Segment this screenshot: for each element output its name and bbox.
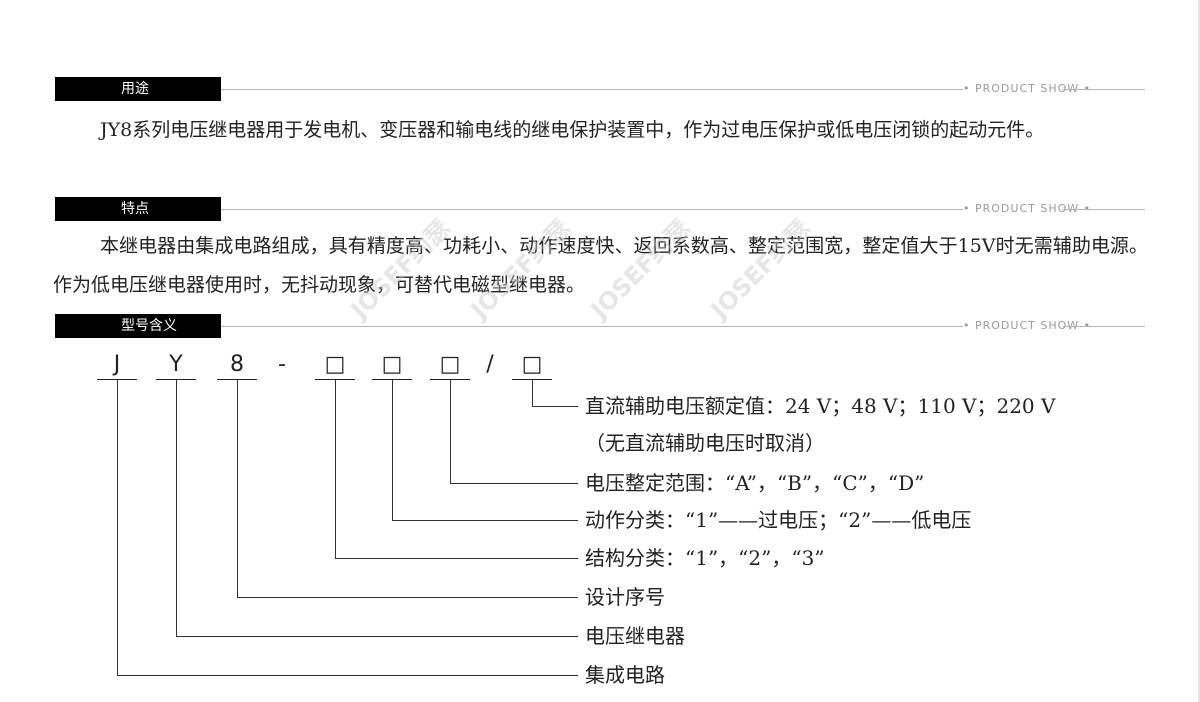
label-range: 电压整定范围：“A”，“B”，“C”，“D” [585, 471, 925, 495]
section-tag-usage: 用途 [55, 77, 221, 101]
label-aux-voltage: 直流辅助电压额定值：24 V；48 V；110 V；220 V [585, 394, 1056, 418]
model-char-aux-voltage: □ [521, 352, 543, 377]
section-divider-end [1063, 326, 1145, 327]
section-header-model: 型号含义 • PRODUCT SHOW • [55, 314, 1145, 338]
label-aux-voltage-note: （无直流辅助电压时取消） [585, 431, 825, 455]
section-tag-model: 型号含义 [55, 314, 221, 338]
connector-ic [117, 380, 118, 676]
section-divider-end [1063, 89, 1145, 90]
label-design: 设计序号 [585, 585, 665, 609]
model-underline [156, 379, 196, 380]
connector-structure [335, 380, 336, 559]
connector-relay [176, 636, 578, 637]
connector-range [450, 483, 578, 484]
connector-aux-voltage [532, 406, 578, 407]
model-char-j: J [113, 352, 121, 377]
label-action: 动作分类：“1”——过电压；“2”——低电压 [585, 508, 972, 532]
usage-paragraph: JY8系列电压继电器用于发电机、变压器和输电线的继电保护装置中，作为过电压保护或… [100, 119, 1045, 141]
section-divider [221, 89, 963, 90]
model-underline [430, 379, 470, 380]
label-relay: 电压继电器 [585, 624, 685, 648]
connector-design [237, 597, 578, 598]
model-char-action: □ [381, 352, 403, 377]
product-show-label: • PRODUCT SHOW • [963, 319, 1092, 332]
model-underline [315, 379, 355, 380]
model-char-dash: - [278, 352, 286, 377]
connector-relay [176, 380, 177, 637]
connector-action [392, 520, 578, 521]
model-char-8: 8 [230, 352, 244, 377]
model-underline [372, 379, 412, 380]
section-tag-features: 特点 [55, 197, 221, 221]
section-divider-end [1063, 209, 1145, 210]
connector-aux-voltage [532, 380, 533, 407]
model-underline [512, 379, 552, 380]
section-header-usage: 用途 • PRODUCT SHOW • [55, 77, 1145, 101]
connector-structure [335, 558, 578, 559]
model-char-slash: / [486, 352, 494, 377]
model-char-structure: □ [324, 352, 346, 377]
connector-ic [117, 675, 578, 676]
connector-range [450, 380, 451, 484]
label-structure: 结构分类：“1”，“2”，“3” [585, 546, 825, 570]
model-underline [97, 379, 137, 380]
product-show-label: • PRODUCT SHOW • [963, 82, 1092, 95]
model-underline [217, 379, 257, 380]
section-divider [221, 326, 963, 327]
connector-design [237, 380, 238, 598]
model-char-range: □ [439, 352, 461, 377]
section-header-features: 特点 • PRODUCT SHOW • [55, 197, 1145, 221]
section-divider [221, 209, 963, 210]
right-border [1198, 0, 1200, 702]
label-ic: 集成电路 [585, 663, 665, 687]
connector-action [392, 380, 393, 521]
features-paragraph: 本继电器由集成电路组成，具有精度高、功耗小、动作速度快、返回系数高、整定范围宽，… [53, 235, 1148, 296]
product-show-label: • PRODUCT SHOW • [963, 202, 1092, 215]
model-char-y: Y [169, 352, 183, 377]
